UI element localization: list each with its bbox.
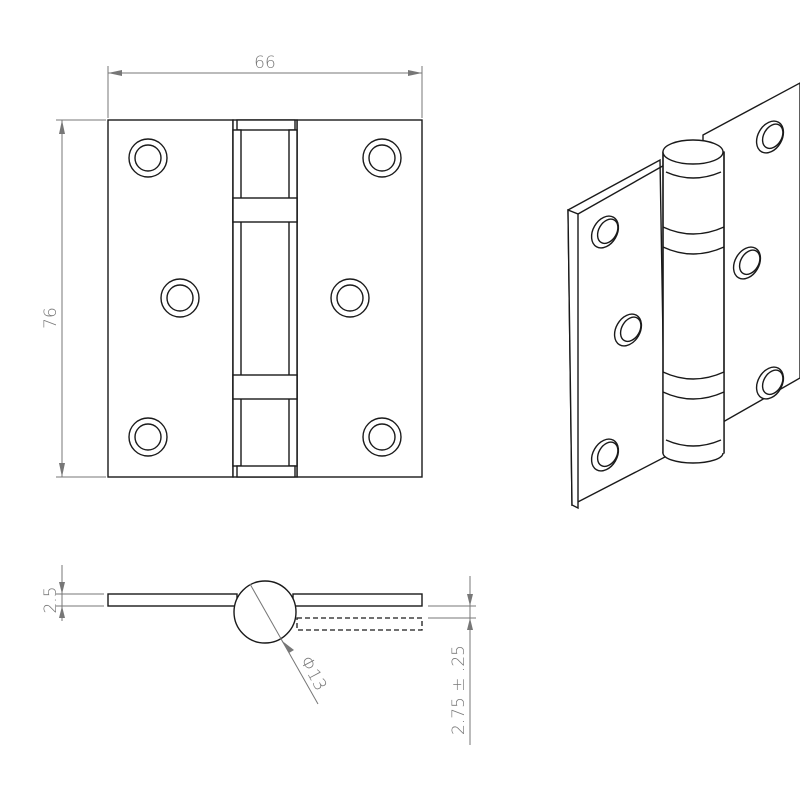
height-dimension: 76	[41, 119, 106, 478]
iso-screw-holes	[590, 120, 785, 472]
side-view: Φ13	[107, 580, 423, 705]
gap-dimension: 2.75 ± .25	[428, 576, 476, 745]
thickness-dimension: 2.5	[41, 565, 104, 621]
knuckle	[232, 119, 298, 478]
gap-label: 2.75 ± .25	[449, 645, 469, 735]
height-label: 76	[41, 307, 61, 329]
screw-holes	[128, 138, 402, 457]
front-view	[107, 119, 423, 478]
iso-knuckle-top	[662, 139, 724, 165]
thickness-label: 2.5	[41, 586, 61, 613]
isometric-view	[567, 82, 800, 510]
knuckle-section	[233, 580, 297, 644]
width-dimension: 66	[107, 53, 423, 118]
width-label: 66	[254, 53, 276, 73]
